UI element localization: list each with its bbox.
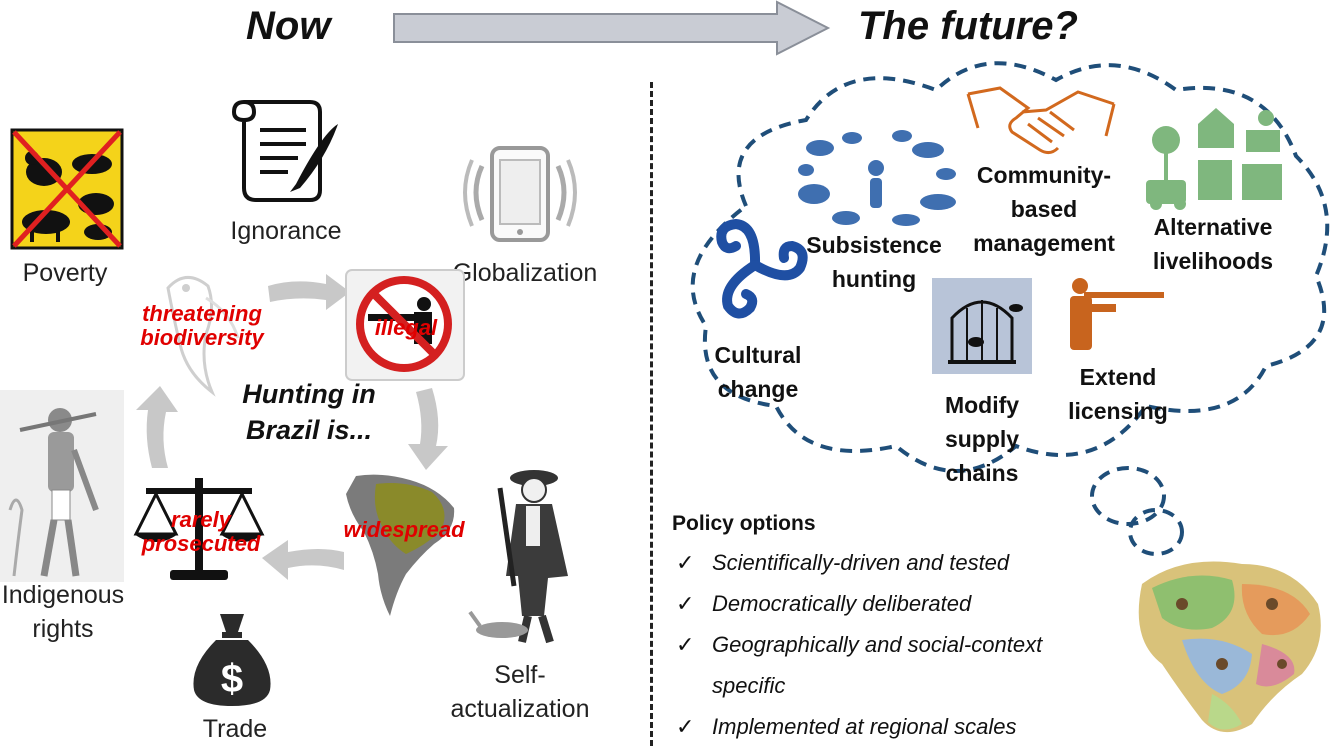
policy-item: ✓ Geographically and social-context [676,624,1126,665]
policy-item-text: Democratically deliberated [712,591,972,616]
header-arrow-icon [393,0,831,56]
policy-item-text: Scientifically-driven and tested [712,550,1010,575]
indigenous-figure-icon [0,390,124,582]
scroll-quill-icon [231,100,338,202]
checkmark-icon: ✓ [676,714,695,739]
cycle-arrow-left [136,386,178,468]
globalization-label: Globalization [452,259,598,287]
scales-of-justice-icon [133,478,265,580]
dollar-symbol: $ [221,657,243,701]
extend-licensing-label: Extend licensing [1068,364,1168,424]
birdcage-icon [932,278,1032,374]
trade-label: Trade [202,715,268,743]
indigenous-rights-label: Indigenous rights [1,581,125,643]
illustrated-brazil-map-icon [1138,561,1321,733]
triskele-icon [716,218,808,319]
checkmark-icon: ✓ [676,591,695,616]
livestock-crossed-icon [10,128,124,250]
policy-item: ✓ Scientifically-driven and tested [676,542,1126,583]
thought-bubble-large [1090,466,1166,526]
thought-bubble-small [1128,508,1184,556]
policy-item: specific [676,665,1126,706]
policy-item-text: specific [712,673,786,698]
hunter-with-dog-icon [468,470,568,644]
thought-cloud-outline [690,61,1330,473]
policy-item: ✓ Implemented at regional scales [676,706,1126,747]
subsistence-hunting-label: Subsistence hunting [806,232,942,292]
animal-silhouettes-icon [798,130,956,226]
cycle-arrow-right [408,388,448,470]
rifle-hunter-icon [1070,278,1164,350]
illegal-label: illegal [374,315,438,340]
cycle-arrow-bottom [262,540,344,580]
alternative-livelihoods-label: Alternative livelihoods [1152,214,1274,274]
policy-item-text: Geographically and social-context [712,632,1043,657]
rarely-prosecuted-label: rarely prosecuted [141,507,261,556]
policy-options-title: Policy options [672,512,816,535]
self-actualization-label: Self-actualization [450,661,590,723]
modify-supply-chains-label: Modify supply chains [944,392,1020,486]
panel-divider [650,82,653,746]
poverty-label: Poverty [22,259,108,287]
ignorance-label: Ignorance [230,217,342,245]
parrot-icon [166,276,240,397]
smartphone-icon [463,146,577,242]
south-america-map-icon [346,474,455,616]
checkmark-icon: ✓ [676,550,695,575]
future-title: The future? [858,4,1078,48]
cultural-change-label: Cultural change [714,342,802,402]
hunting-in-brazil-text: Hunting in Brazil is... [242,379,376,445]
community-based-management-label: Community-based management [973,162,1115,256]
now-title: Now [246,4,331,48]
farm-livelihoods-icon [1146,108,1282,210]
policy-item-text: Implemented at regional scales [712,714,1017,739]
policy-item: ✓ Democratically deliberated [676,583,1126,624]
checkmark-icon: ✓ [676,632,695,657]
money-bag-icon: $ [193,614,271,706]
threatening-biodiversity-label: threatening biodiversity [140,301,264,350]
policy-list: ✓ Scientifically-driven and tested ✓ Democ… [676,542,1126,747]
widespread-label: widespread [343,517,465,542]
cycle-arrow-top [268,274,350,310]
no-hunting-sign-icon [345,269,465,381]
cycle-arrows [136,274,448,580]
handshake-icon [966,86,1116,155]
thought-cloud [690,61,1330,556]
